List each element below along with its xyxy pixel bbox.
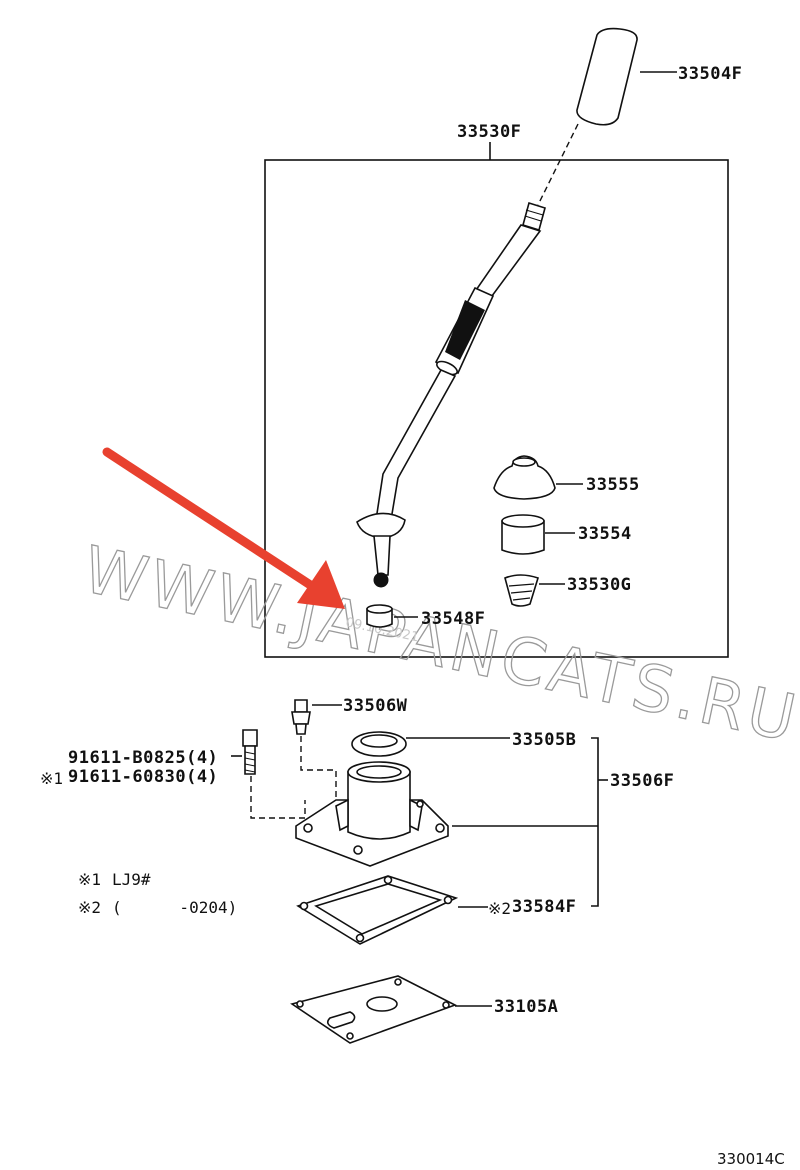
note1-mark: ※1: [78, 870, 101, 889]
label-bushing: 33554: [578, 524, 632, 544]
label-bolt-b-mark: ※1: [40, 769, 63, 788]
highlight-arrow: [102, 447, 345, 609]
label-retainer-assy: 33506F: [610, 771, 674, 791]
cover-part: [290, 975, 492, 1044]
label-bolt-a: 91611-B0825(4): [68, 748, 218, 768]
gasket-part: [296, 875, 488, 945]
seal-ring-part: [351, 731, 510, 757]
watermark: WWW.JAPANCATS.RU 09.10.2021: [76, 533, 800, 758]
boot-part: [493, 455, 583, 500]
bolt-part: [231, 729, 258, 775]
assy-bracket: [591, 737, 599, 907]
note2-text: ( -0204): [112, 898, 237, 917]
spring-part: [504, 574, 565, 607]
label-seat: 33548F: [421, 609, 485, 629]
diagram-code: 330014C: [717, 1150, 785, 1168]
retainer-housing: [295, 761, 598, 867]
note2-mark: ※2: [78, 898, 101, 917]
label-gasket: 33584F: [512, 897, 576, 917]
pin-part: [291, 699, 342, 735]
label-seal-ring: 33505B: [512, 730, 576, 750]
bushing-part: [501, 514, 575, 555]
label-spring: 33530G: [567, 575, 631, 595]
shift-knob: [576, 27, 677, 126]
pin-dashed-line: [300, 736, 337, 800]
assembly-frame: [264, 159, 729, 658]
knob-dashed-line: [537, 123, 579, 206]
watermark-text: WWW.JAPANCATS.RU: [77, 533, 800, 757]
label-boot: 33555: [586, 475, 640, 495]
seat-part: [366, 604, 418, 628]
label-lever-assy: 33530F: [457, 122, 521, 142]
label-gasket-mark: ※2: [488, 899, 511, 918]
label-cover: 33105A: [494, 997, 558, 1017]
label-pin: 33506W: [343, 696, 408, 716]
bolt-dashed-line: [250, 776, 306, 819]
label-knob: 33504F: [678, 64, 742, 84]
label-bolt-b: 91611-60830(4): [68, 767, 218, 787]
shift-lever: [356, 201, 546, 588]
note1-text: LJ9#: [112, 870, 151, 889]
